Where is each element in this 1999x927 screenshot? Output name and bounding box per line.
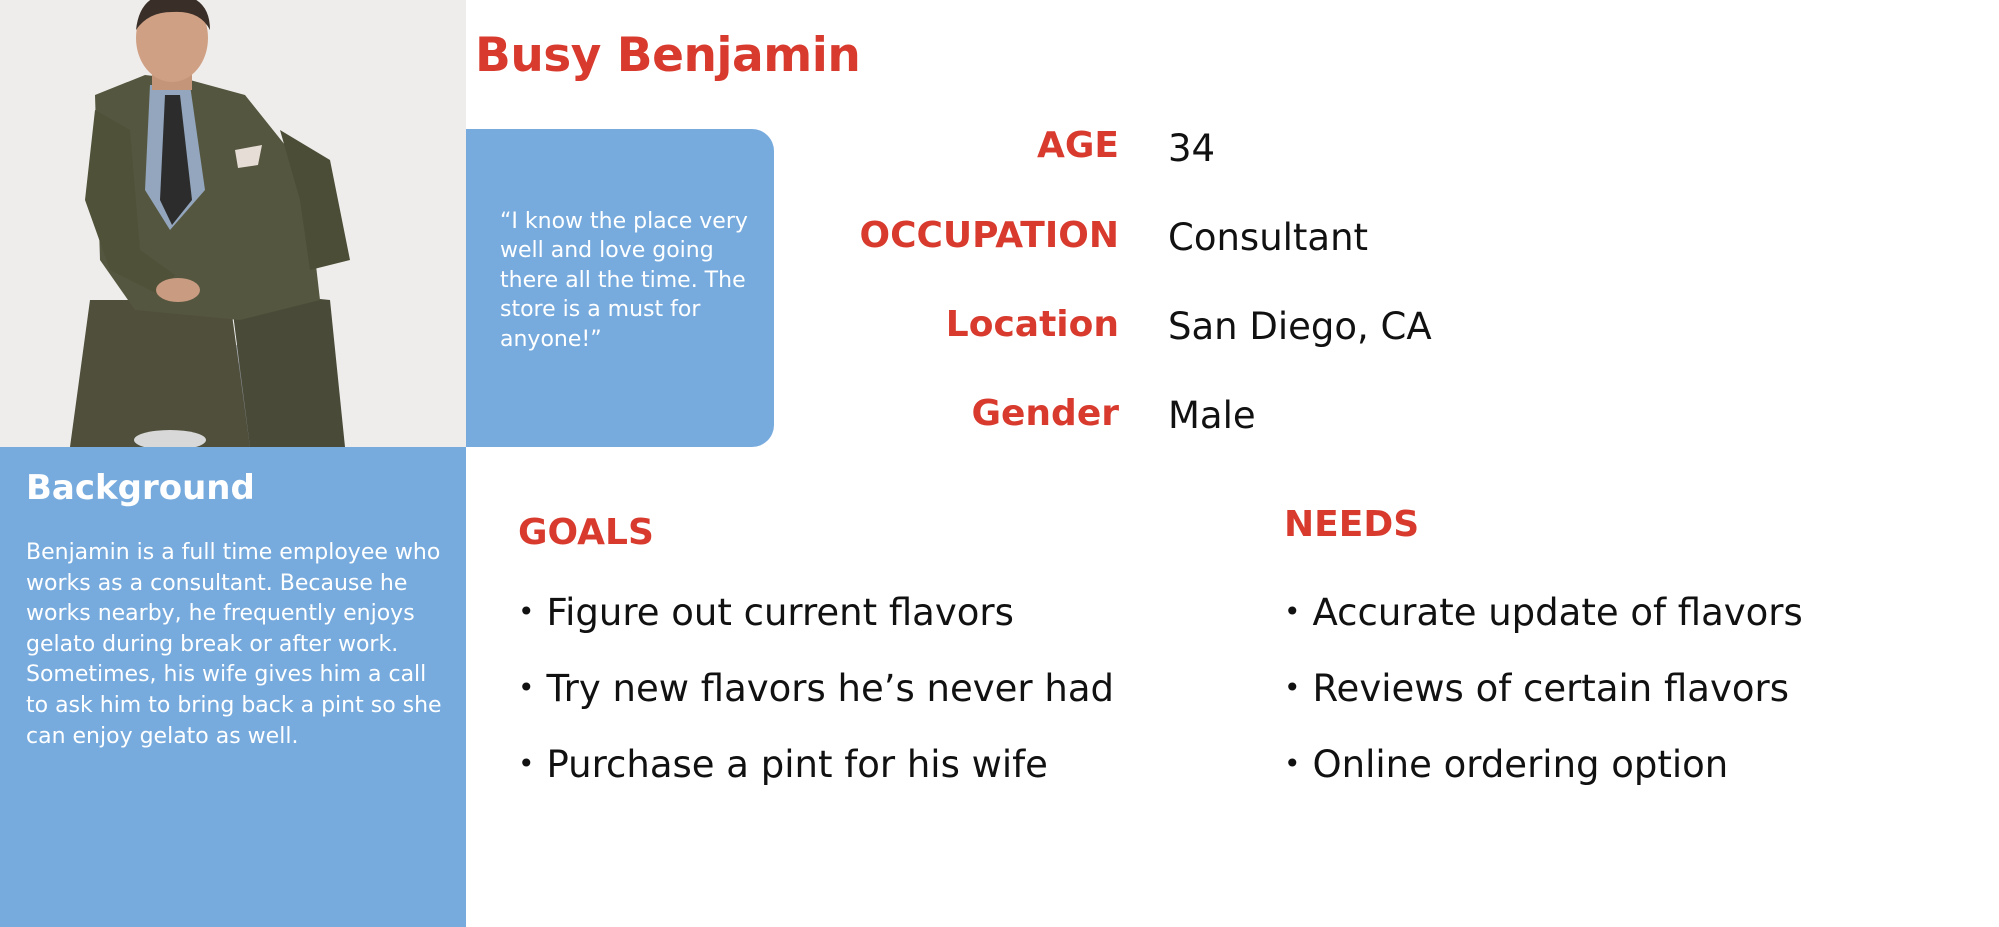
background-title: Background (26, 468, 255, 508)
goals-list: • Figure out current flavors • Try new fla… (518, 587, 1114, 815)
needs-heading: NEEDS (1284, 504, 1420, 545)
need-text: Accurate update of flavors (1312, 591, 1803, 634)
bullet-icon: • (518, 671, 535, 704)
goal-text: Figure out current flavors (546, 591, 1014, 634)
persona-photo-illustration (0, 0, 466, 447)
info-label-occupation: OCCUPATION (859, 215, 1119, 256)
goals-heading: GOALS (518, 512, 654, 553)
goal-item: • Try new flavors he’s never had (518, 663, 1114, 739)
info-value-gender: Male (1168, 394, 1256, 437)
need-item: • Accurate update of flavors (1284, 587, 1803, 663)
goal-item: • Purchase a pint for his wife (518, 739, 1114, 815)
persona-photo (0, 0, 466, 447)
info-label-location: Location (945, 304, 1119, 345)
persona-quote: “I know the place very well and love goi… (500, 209, 748, 352)
goal-text: Try new flavors he’s never had (546, 667, 1115, 710)
background-text: Benjamin is a full time employee who wor… (26, 540, 442, 749)
need-item: • Online ordering option (1284, 739, 1803, 815)
quote-box: “I know the place very well and love goi… (466, 129, 774, 447)
bullet-icon: • (1284, 671, 1301, 704)
persona-name: Busy Benjamin (475, 28, 861, 83)
background-panel (0, 447, 466, 927)
bullet-icon: • (518, 747, 535, 780)
goal-item: • Figure out current flavors (518, 587, 1114, 663)
needs-list: • Accurate update of flavors • Reviews of … (1284, 587, 1803, 815)
info-value-occupation: Consultant (1168, 216, 1369, 259)
info-value-age: 34 (1168, 127, 1216, 170)
need-text: Reviews of certain flavors (1312, 667, 1789, 710)
goal-text: Purchase a pint for his wife (546, 743, 1048, 786)
need-item: • Reviews of certain flavors (1284, 663, 1803, 739)
info-label-gender: Gender (971, 393, 1119, 434)
need-text: Online ordering option (1312, 743, 1729, 786)
bullet-icon: • (1284, 747, 1301, 780)
bullet-icon: • (518, 595, 535, 628)
bullet-icon: • (1284, 595, 1301, 628)
info-value-location: San Diego, CA (1168, 305, 1432, 348)
info-label-age: AGE (1036, 125, 1119, 166)
